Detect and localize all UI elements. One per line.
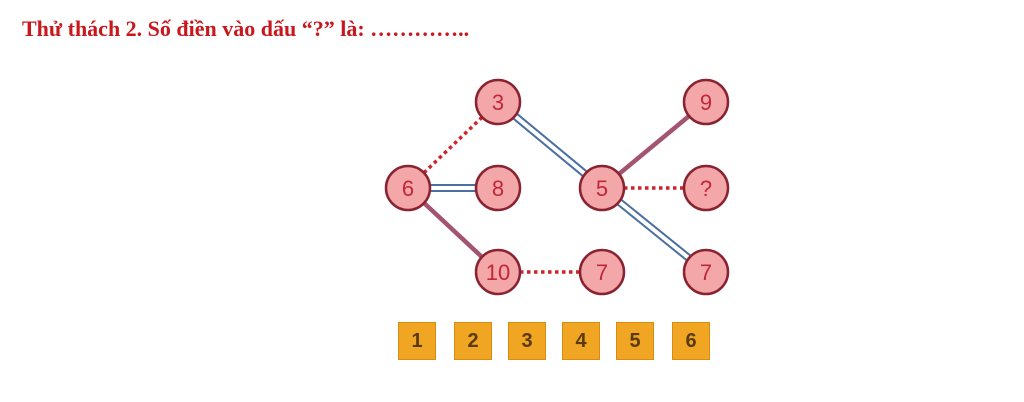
answer-option-6[interactable]: 6	[672, 322, 710, 360]
answer-option-3[interactable]: 3	[508, 322, 546, 360]
link-n3-n5	[512, 112, 588, 178]
node-label: 10	[486, 260, 510, 285]
node-n7b: 7	[682, 248, 730, 296]
node-n9: 9	[682, 78, 730, 126]
challenge-title: Thử thách 2. Số điền vào dấu “?” là: …………	[22, 16, 470, 41]
node-n3: 3	[474, 78, 522, 126]
node-label: 6	[402, 176, 414, 201]
puzzle-diagram: 3 9 6 8 5? 10 7 7	[384, 78, 730, 296]
answer-option-2[interactable]: 2	[454, 322, 492, 360]
node-nq: ?	[682, 164, 730, 212]
node-label: 3	[492, 90, 504, 115]
node-label: 5	[596, 176, 608, 201]
node-n5: 5	[578, 164, 626, 212]
node-n7a: 7	[578, 248, 626, 296]
node-label: ?	[700, 176, 712, 201]
node-n10: 10	[474, 248, 522, 296]
node-n6: 6	[384, 164, 432, 212]
answer-option-4[interactable]: 4	[562, 322, 600, 360]
link-n6-n10	[422, 201, 484, 259]
node-n8: 8	[474, 164, 522, 212]
node-label: 9	[700, 90, 712, 115]
node-label: 7	[596, 260, 608, 285]
node-label: 7	[700, 260, 712, 285]
link-n5-n9	[617, 114, 691, 176]
node-label: 8	[492, 176, 504, 201]
link-n6-n3	[422, 115, 484, 175]
link-n5-n7b	[616, 198, 692, 262]
answer-option-5[interactable]: 5	[616, 322, 654, 360]
answer-option-1[interactable]: 1	[398, 322, 436, 360]
